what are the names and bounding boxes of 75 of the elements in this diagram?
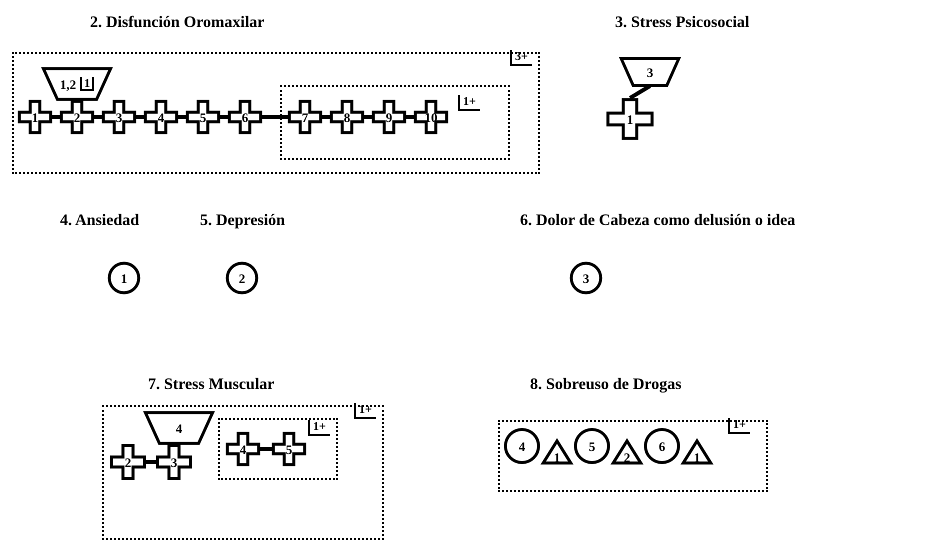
- connector-line: [136, 115, 144, 119]
- symbol-number: 3: [646, 66, 654, 78]
- section-title: 2. Disfunción Oromaxilar: [90, 14, 264, 32]
- symbol-number: 1: [32, 110, 38, 124]
- trapezoid-symbol: [620, 58, 680, 86]
- circle-symbol: [644, 428, 680, 464]
- symbol-number: 3: [116, 110, 122, 124]
- cross-symbol: [372, 100, 406, 134]
- symbol-number: 2: [74, 110, 80, 124]
- circle-symbol: [574, 428, 610, 464]
- dotted-frame: [102, 405, 384, 540]
- section-title: 5. Depresión: [200, 212, 286, 230]
- symbol-number: 5: [588, 440, 596, 452]
- circle-symbol: [504, 428, 540, 464]
- circle-symbol: [226, 262, 258, 294]
- cross-symbol: [102, 100, 136, 134]
- cross-symbol: [226, 432, 260, 466]
- section-title: 4. Ansiedad: [60, 212, 140, 230]
- symbol-number: 6: [658, 440, 666, 452]
- section-title: 6. Dolor de Cabeza como delusión o idea: [520, 212, 796, 230]
- cross-symbol: [272, 432, 306, 466]
- dotted-frame: [218, 418, 338, 480]
- symbol-number: 3: [582, 272, 590, 284]
- cross-symbol: [156, 444, 192, 480]
- dotted-frame: [498, 420, 768, 492]
- connector-line: [322, 115, 330, 119]
- triangle-symbol: [682, 440, 712, 464]
- cross-symbol: [330, 100, 364, 134]
- connector-line: [406, 115, 414, 119]
- symbol-number: 1: [626, 112, 634, 126]
- symbol-number: 4: [518, 440, 526, 452]
- symbol-number: 4: [176, 422, 182, 434]
- cross-symbol: [186, 100, 220, 134]
- boxed-number: 1: [80, 77, 94, 91]
- triangle-symbol: [542, 440, 572, 464]
- symbol-number: 2: [124, 456, 132, 468]
- triangle-symbol: [612, 440, 642, 464]
- symbol-number: 1: [120, 272, 128, 284]
- trapezoid-symbol: [144, 412, 214, 444]
- dotted-frame: [12, 52, 540, 174]
- connector-line: [628, 84, 652, 100]
- symbol-number: 9: [386, 110, 392, 124]
- dotted-frame: [280, 85, 510, 160]
- cross-symbol: [228, 100, 262, 134]
- connector-line: [262, 115, 288, 119]
- cross-symbol: [144, 100, 178, 134]
- circle-symbol: [570, 262, 602, 294]
- connector-line: [52, 115, 60, 119]
- circle-symbol: [108, 262, 140, 294]
- symbol-number: 1,2: [60, 78, 76, 90]
- symbol-number: 2: [238, 272, 246, 284]
- symbol-number: 4: [158, 110, 164, 124]
- connector-line: [178, 115, 186, 119]
- symbol-number: 8: [344, 110, 350, 124]
- symbol-number: 5: [200, 110, 206, 124]
- section-title: 8. Sobreuso de Drogas: [530, 376, 682, 394]
- cross-symbol: [606, 98, 654, 140]
- symbol-number: 3: [170, 456, 178, 468]
- connector-line: [260, 447, 272, 451]
- connector-line: [146, 460, 156, 464]
- section-title: 3. Stress Psicosocial: [615, 14, 750, 32]
- symbol-number: 5: [286, 442, 292, 456]
- connector-line: [94, 115, 102, 119]
- connector-line: [364, 115, 372, 119]
- trapezoid-symbol: [42, 68, 112, 100]
- symbol-number: 7: [302, 110, 308, 124]
- symbol-number: 4: [240, 442, 246, 456]
- cross-symbol: [110, 444, 146, 480]
- section-title: 7. Stress Muscular: [148, 376, 274, 394]
- cross-symbol: [288, 100, 322, 134]
- cross-symbol: [414, 100, 448, 134]
- cross-symbol: [18, 100, 52, 134]
- connector-line: [220, 115, 228, 119]
- cross-symbol: [60, 100, 94, 134]
- symbol-number: 6: [242, 110, 248, 124]
